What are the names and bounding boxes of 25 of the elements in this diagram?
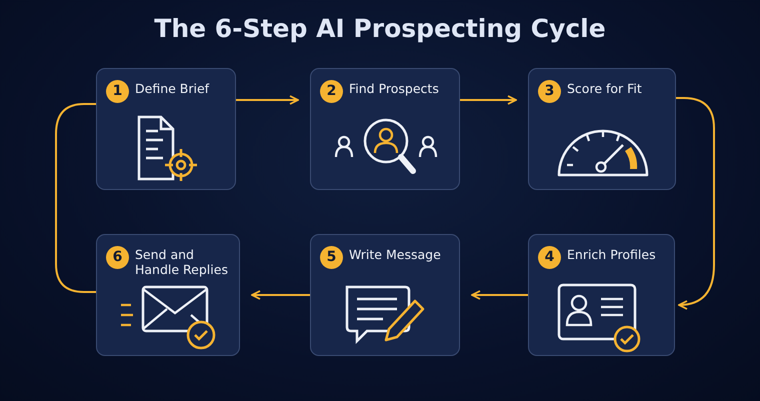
step-title: Define Brief bbox=[135, 81, 210, 96]
arrow bbox=[460, 95, 517, 105]
connector-line bbox=[55, 103, 96, 293]
step-title: Enrich Profiles bbox=[567, 247, 657, 262]
step-number-badge: 1 bbox=[106, 80, 129, 103]
step-number-badge: 2 bbox=[320, 80, 343, 103]
diagram-title: The 6-Step AI Prospecting Cycle bbox=[153, 14, 607, 43]
step-card bbox=[96, 234, 240, 356]
arrow bbox=[676, 97, 715, 310]
arrow bbox=[236, 95, 299, 105]
step-title: Score for Fit bbox=[567, 81, 643, 96]
step-title: Find Prospects bbox=[349, 81, 440, 96]
step-card bbox=[528, 68, 676, 190]
step-card bbox=[310, 234, 460, 356]
step-number-badge: 3 bbox=[538, 80, 561, 103]
step-number-badge: 5 bbox=[320, 246, 343, 269]
step-card bbox=[528, 234, 675, 356]
step-number-badge: 6 bbox=[106, 246, 129, 269]
step-number-badge: 4 bbox=[538, 246, 561, 269]
arrow bbox=[251, 290, 310, 300]
step-card bbox=[310, 68, 460, 190]
step-title: Write Message bbox=[349, 247, 442, 262]
arrow bbox=[471, 290, 528, 300]
step-title: Send and Handle Replies bbox=[135, 247, 229, 277]
step-card bbox=[96, 68, 236, 190]
